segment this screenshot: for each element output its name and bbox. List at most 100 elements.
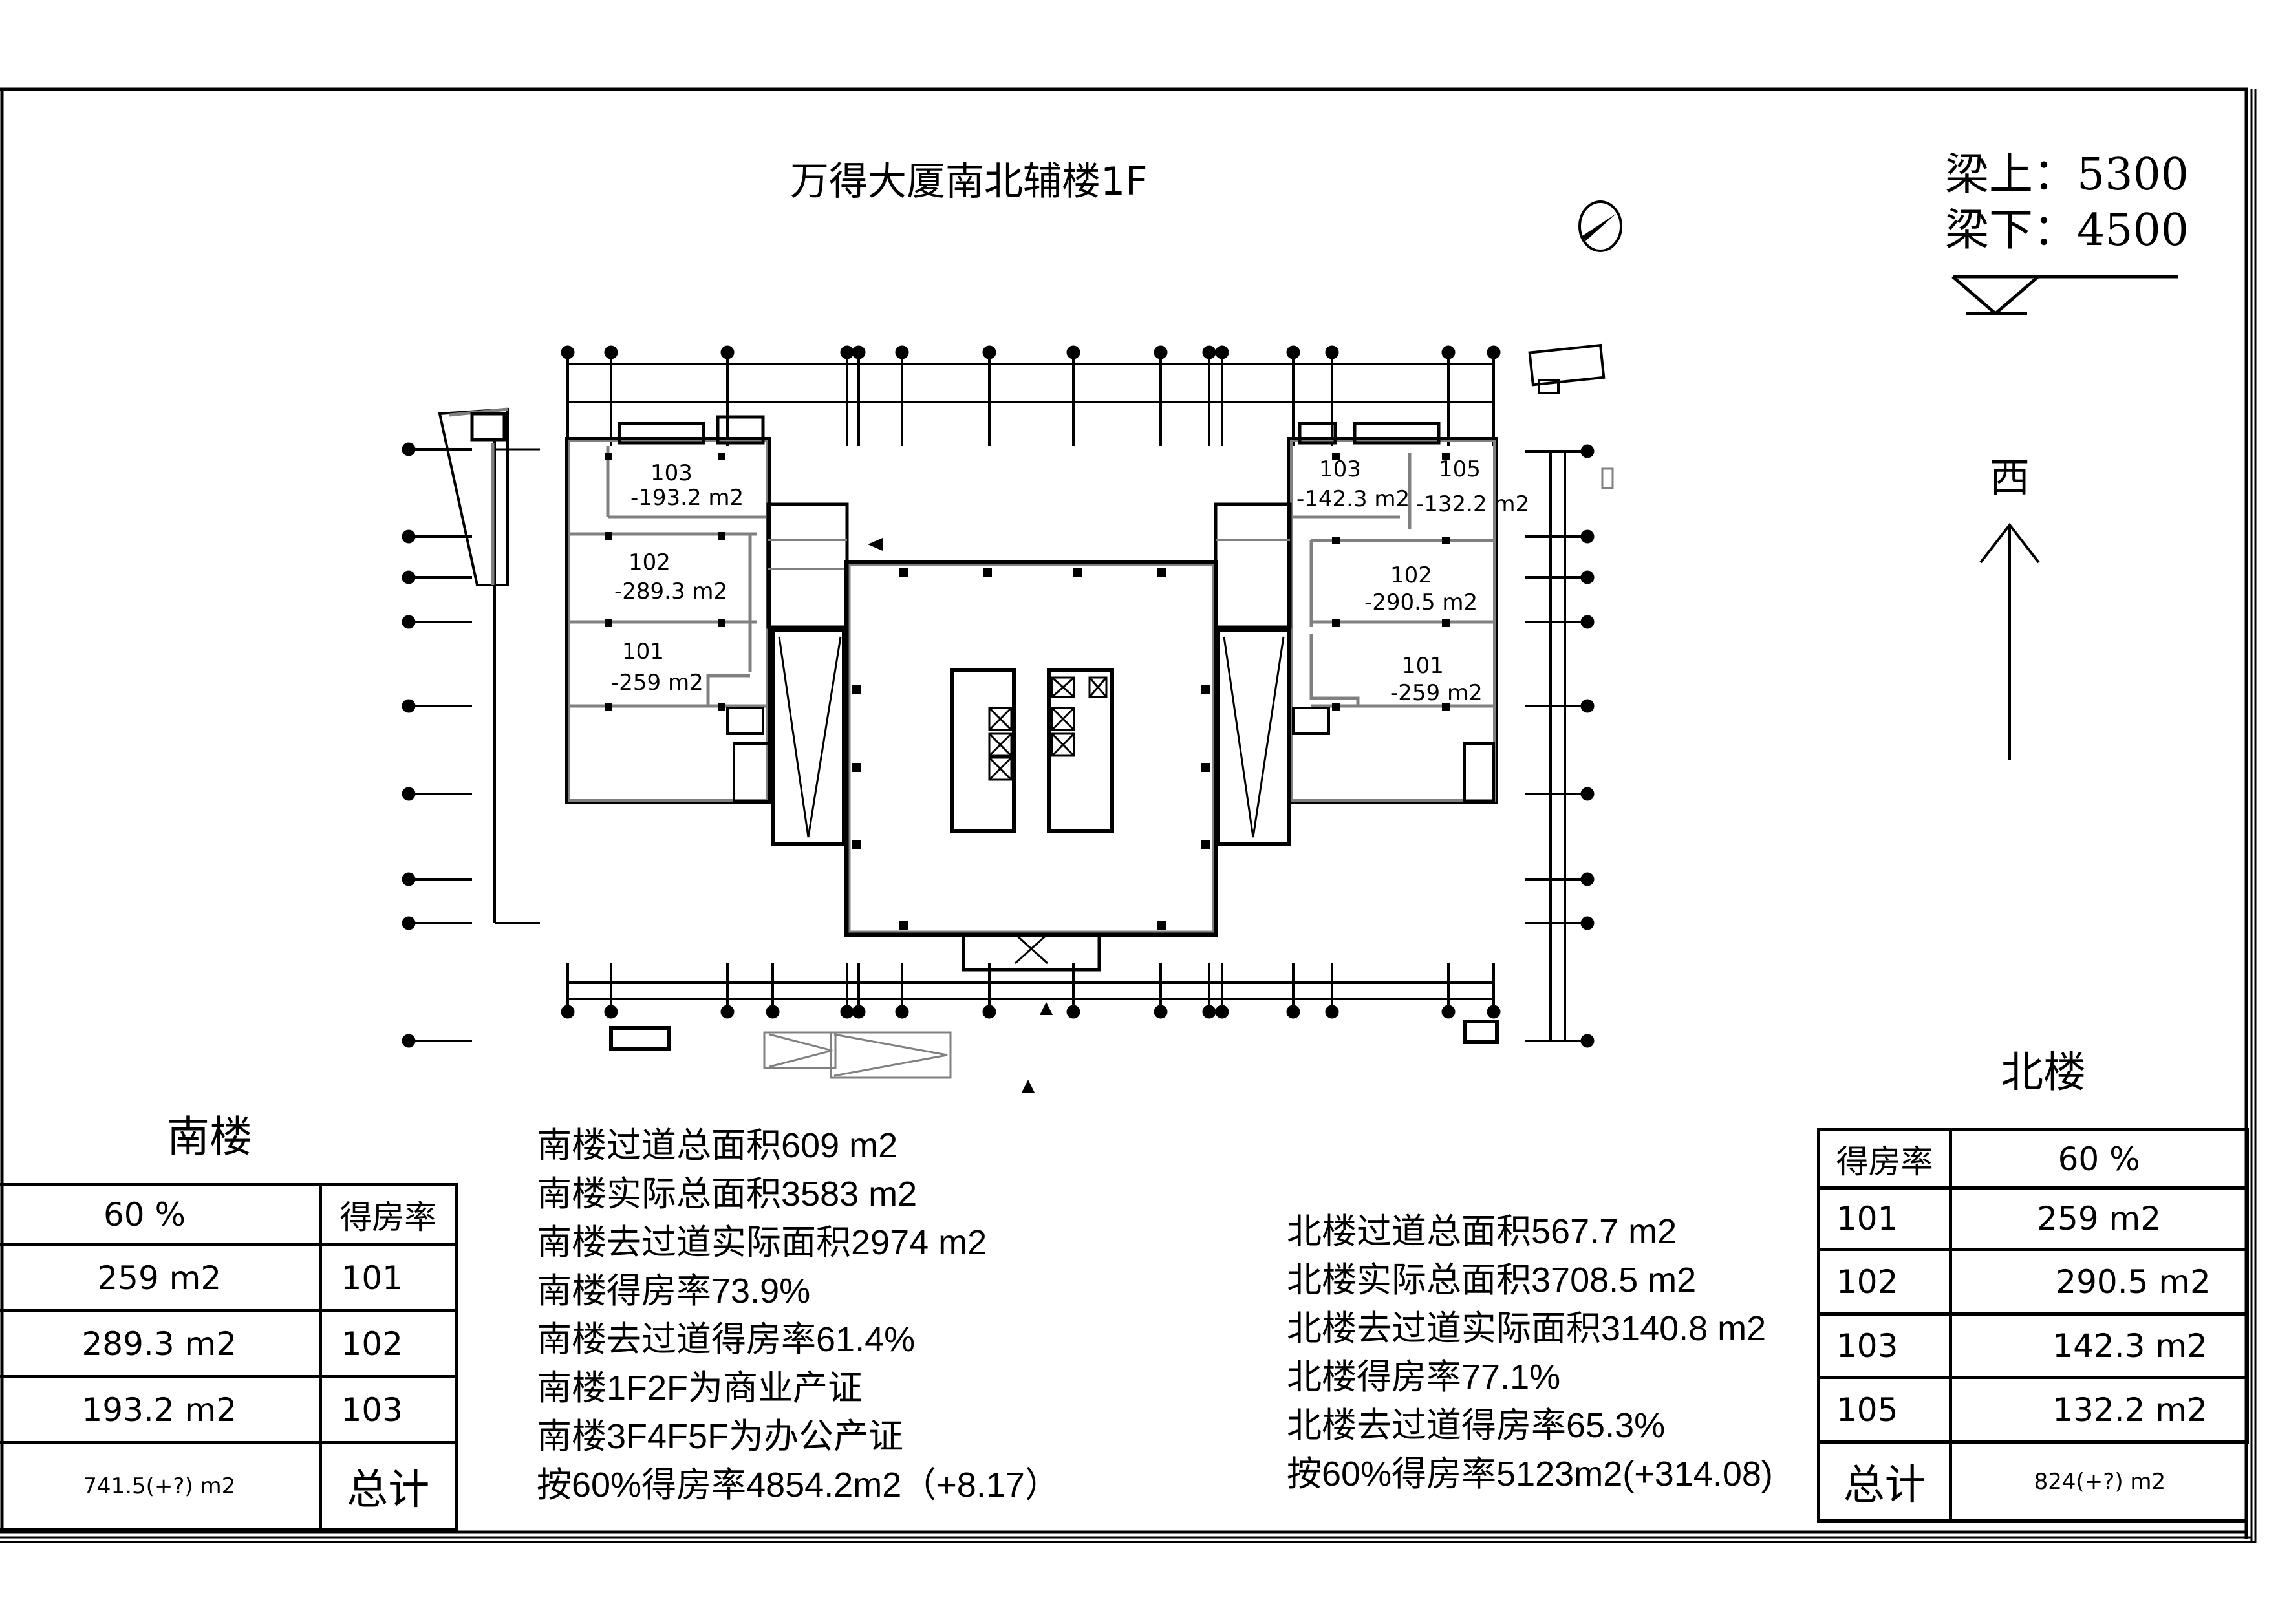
total-area-cell: 741.5(+?) m2 (0, 1441, 322, 1532)
south-room-101-label: 101 (622, 639, 664, 665)
north-room-105-area: -132.2 m2 (1416, 491, 1530, 517)
grid-axis-bubble-icon (1202, 1005, 1216, 1019)
grid-axis-bubble-icon (1066, 1005, 1080, 1019)
grid-axis-bubble-icon (1580, 699, 1595, 713)
rate-label: 得房率 (1816, 1128, 1953, 1190)
grid-axis-bubble-icon (1441, 345, 1456, 359)
grid-bubbles-bottom (561, 963, 1501, 1019)
grid-axis-bubble-icon (1215, 345, 1229, 359)
note-line: 按60%得房率4854.2m2（+8.17） (537, 1466, 1060, 1504)
note-line: 北楼过道总面积567.7 m2 (1287, 1212, 1677, 1251)
south-building-heading: 南楼 (167, 1112, 252, 1162)
south-area-table: 60 % 得房率 259 m2 101 289.3 m2 102 193.2 m… (0, 1183, 458, 1532)
grid-axis-bubble-icon (1487, 345, 1501, 359)
grid-axis-bubble-icon (1286, 345, 1300, 359)
area-cell: 193.2 m2 (0, 1375, 322, 1444)
north-notes: 北楼过道总面积567.7 m2 北楼实际总面积3708.5 m2 北楼去过道实际… (1287, 1208, 1773, 1499)
north-room-102-label: 102 (1390, 562, 1432, 588)
grid-axis-bubble-icon (1441, 1005, 1456, 1019)
south-room-103-label: 103 (650, 460, 693, 486)
grid-axes (493, 363, 1566, 1041)
south-room-102-label: 102 (629, 550, 671, 575)
grid-axis-bubble-icon (402, 787, 416, 801)
area-cell: 142.3 m2 (1949, 1312, 2249, 1379)
grid-axis-bubble-icon (402, 615, 416, 629)
grid-axis-bubble-icon (840, 345, 854, 359)
area-cell: 132.2 m2 (1949, 1376, 2249, 1444)
grid-axis-bubble-icon (402, 916, 416, 930)
north-room-101-label: 101 (1402, 653, 1444, 679)
grid-axis-bubble-icon (402, 1034, 416, 1048)
note-line: 南楼去过道实际面积2974 m2 (537, 1223, 987, 1262)
area-cell: 289.3 m2 (0, 1309, 322, 1378)
bottom-site-features (609, 467, 1614, 1093)
grid-bubbles-right (1525, 444, 1595, 1048)
rate-value: 60 % (0, 1183, 322, 1246)
drawing-frame (0, 87, 2257, 1543)
grid-axis-bubble-icon (604, 1005, 618, 1019)
table-row: 105 132.2 m2 (1816, 1376, 2249, 1444)
drawing-title: 万得大厦南北辅楼1F (790, 159, 1148, 204)
grid-axis-bubble-icon (402, 872, 416, 886)
grid-axis-bubble-icon (1154, 1005, 1168, 1019)
note-line: 南楼1F2F为商业产证 (537, 1369, 863, 1407)
beam-top-elevation: 梁上：5300 (1945, 149, 2189, 200)
grid-axis-bubble-icon (1580, 444, 1595, 458)
grid-axis-bubble-icon (402, 570, 416, 584)
north-room-101-area: -259 m2 (1390, 680, 1483, 706)
total-area-cell: 824(+?) m2 (1949, 1440, 2248, 1522)
table-header-row: 得房率 60 % (1816, 1128, 2249, 1190)
north-area-table: 得房率 60 % 101 259 m2 102 290.5 m2 103 142… (1816, 1128, 2249, 1522)
note-line: 北楼得房率77.1% (1287, 1358, 1561, 1396)
grid-axis-bubble-icon (1580, 1034, 1595, 1048)
area-cell: 259 m2 (1949, 1186, 2249, 1251)
south-room-102-area: -289.3 m2 (614, 579, 728, 604)
total-label-cell: 总计 (318, 1441, 458, 1532)
table-row: 289.3 m2 102 (0, 1309, 458, 1378)
grid-axis-bubble-icon (895, 1005, 909, 1019)
note-line: 北楼实际总面积3708.5 m2 (1287, 1261, 1697, 1299)
rate-label: 得房率 (318, 1183, 458, 1246)
south-room-101-area: -259 m2 (611, 670, 704, 696)
grid-axis-bubble-icon (1487, 1005, 1501, 1019)
note-line: 按60%得房率5123m2(+314.08) (1287, 1455, 1773, 1493)
grid-axis-bubble-icon (402, 529, 416, 544)
table-row: 193.2 m2 103 (0, 1375, 458, 1444)
grid-axis-bubble-icon (1580, 529, 1595, 544)
south-room-103-area: -193.2 m2 (630, 485, 744, 511)
table-row: 103 142.3 m2 (1816, 1312, 2249, 1379)
grid-axis-bubble-icon (720, 1005, 735, 1019)
grid-axis-bubble-icon (1580, 872, 1595, 886)
grid-axis-bubble-icon (604, 345, 618, 359)
table-total-row: 总计 824(+?) m2 (1816, 1440, 2248, 1522)
south-annex-plan (438, 407, 540, 586)
grid-axis-bubble-icon (852, 1005, 866, 1019)
beam-bottom-elevation: 梁下：4500 (1945, 205, 2189, 256)
note-line: 南楼实际总面积3583 m2 (537, 1175, 918, 1213)
grid-axis-bubble-icon (852, 345, 866, 359)
room-cell: 102 (1816, 1248, 1953, 1316)
north-room-105-label: 105 (1439, 456, 1481, 482)
west-direction-arrow-icon (1979, 522, 2040, 760)
area-cell: 259 m2 (0, 1243, 322, 1312)
grid-axis-bubble-icon (1154, 345, 1168, 359)
north-annex-plan (1528, 343, 1606, 394)
table-row: 101 259 m2 (1816, 1186, 2249, 1251)
grid-axis-bubble-icon (1325, 1005, 1339, 1019)
south-notes: 南楼过道总面积609 m2 南楼实际总面积3583 m2 南楼去过道实际面积29… (537, 1122, 1060, 1510)
direction-label: 西 (1990, 454, 2030, 501)
central-lobby-plan (844, 560, 1218, 972)
grid-bubbles-top (561, 345, 1501, 446)
note-line: 南楼得房率73.9% (537, 1272, 811, 1310)
rate-value: 60 % (1949, 1128, 2249, 1190)
grid-axis-bubble-icon (561, 1005, 575, 1019)
grid-axis-bubble-icon (1202, 345, 1216, 359)
north-wing-plan (1214, 422, 1498, 846)
grid-axis-bubble-icon (982, 345, 996, 359)
room-cell: 105 (1816, 1376, 1953, 1444)
grid-axis-bubble-icon (402, 699, 416, 713)
grid-axis-bubble-icon (402, 442, 416, 456)
room-cell: 102 (318, 1309, 458, 1378)
grid-axis-bubble-icon (561, 345, 575, 359)
